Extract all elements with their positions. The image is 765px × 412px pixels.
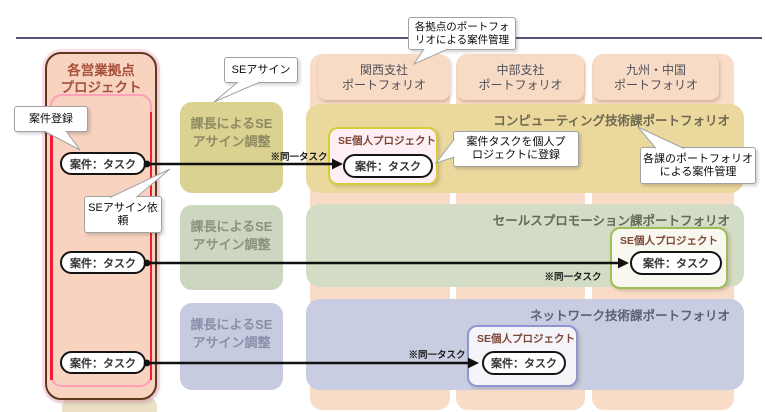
adjust-box-1: 課長によるSE アサイン調整: [180, 102, 283, 193]
inner-box-red-edge-left: [50, 112, 53, 380]
site-portfolio-header-kansai: 関西支社 ポートフォリオ: [318, 55, 450, 100]
callout-text: 各課のポートフォリオ: [643, 152, 753, 165]
inner-box-red-edge-right: [149, 112, 152, 380]
bottom-partial-box: [62, 397, 157, 412]
project-inner-highlight-box: [50, 94, 152, 387]
adjust-box-label: 課長によるSE: [190, 317, 273, 332]
callout-text: リオによる案件管理: [414, 33, 510, 46]
callout-text: SEアサイン依: [88, 201, 158, 214]
task-oval: 案件：タスク: [60, 351, 146, 374]
callout-text: SEアサイン: [231, 63, 291, 76]
adjust-box-2: 課長によるSE アサイン調整: [180, 205, 283, 290]
adjust-box-label: アサイン調整: [192, 335, 271, 350]
same-task-label: ※同一タスク: [408, 350, 466, 361]
callout-text: ロジェクトに登録: [472, 149, 560, 161]
callout-section-manage: 各課のポートフォリオ による案件管理: [640, 147, 756, 184]
site-portfolio-name: ポートフォリオ: [478, 77, 563, 92]
band-label: ネットワーク技術課ポートフォリオ: [529, 309, 730, 323]
task-oval: 案件：タスク: [60, 251, 146, 274]
callout-text: 各拠点のポートフォ: [414, 20, 510, 33]
adjust-box-label: 課長によるSE: [190, 116, 273, 131]
callout-personal-register: 案件タスクを個人プ ロジェクトに登録: [453, 131, 579, 167]
task-oval: 案件：タスク: [630, 251, 722, 275]
callout-assign-request: SEアサイン依 頼: [84, 196, 162, 233]
callout-text: 案件タスクを個人プ: [466, 136, 566, 148]
task-oval: 案件：タスク: [482, 351, 566, 375]
adjust-box-label: 課長によるSE: [190, 219, 273, 234]
same-task-label: ※同一タスク: [544, 272, 602, 283]
site-portfolio-name: ポートフォリオ: [341, 77, 426, 92]
task-oval: 案件：タスク: [60, 152, 146, 175]
same-task-label: ※同一タスク: [270, 152, 328, 163]
site-portfolio-name: ポートフォリオ: [613, 77, 698, 92]
se-project-label: SE個人プロジェクト: [620, 235, 719, 247]
adjust-box-label: アサイン調整: [192, 134, 271, 149]
callout-text: 頼: [117, 214, 129, 227]
callout-text: 案件登録: [29, 112, 73, 125]
site-portfolio-name: 中部支社: [496, 62, 545, 77]
site-portfolio-name: 九州・中国: [625, 62, 686, 77]
se-project-label: SE個人プロジェクト: [338, 135, 437, 147]
project-title-line: プロジェクト: [60, 80, 142, 95]
callout-tail-se-assign: [213, 81, 261, 103]
site-portfolio-name: 関西支社: [359, 62, 408, 77]
callout-text: による案件管理: [659, 165, 737, 178]
adjust-box-label: アサイン調整: [192, 237, 271, 252]
project-title-line: 各営業拠点: [67, 63, 135, 78]
callout-register: 案件登録: [14, 106, 88, 132]
task-oval: 案件：タスク: [343, 154, 433, 178]
adjust-box-3: 課長によるSE アサイン調整: [180, 303, 283, 390]
se-project-label: SE個人プロジェクト: [477, 333, 576, 345]
site-portfolio-header-chubu: 中部支社 ポートフォリオ: [457, 55, 584, 100]
project-title: 各営業拠点 プロジェクト: [47, 62, 155, 96]
site-portfolio-header-kyushu: 九州・中国 ポートフォリオ: [593, 55, 719, 100]
callout-site-portfolio-manage: 各拠点のポートフォ リオによる案件管理: [408, 17, 516, 50]
callout-se-assign: SEアサイン: [224, 57, 298, 83]
band-label: セールスプロモーション課ポートフォリオ: [492, 214, 730, 228]
top-divider-line: [16, 37, 762, 39]
band-label: コンピューティング技術課ポートフォリオ: [493, 114, 730, 128]
